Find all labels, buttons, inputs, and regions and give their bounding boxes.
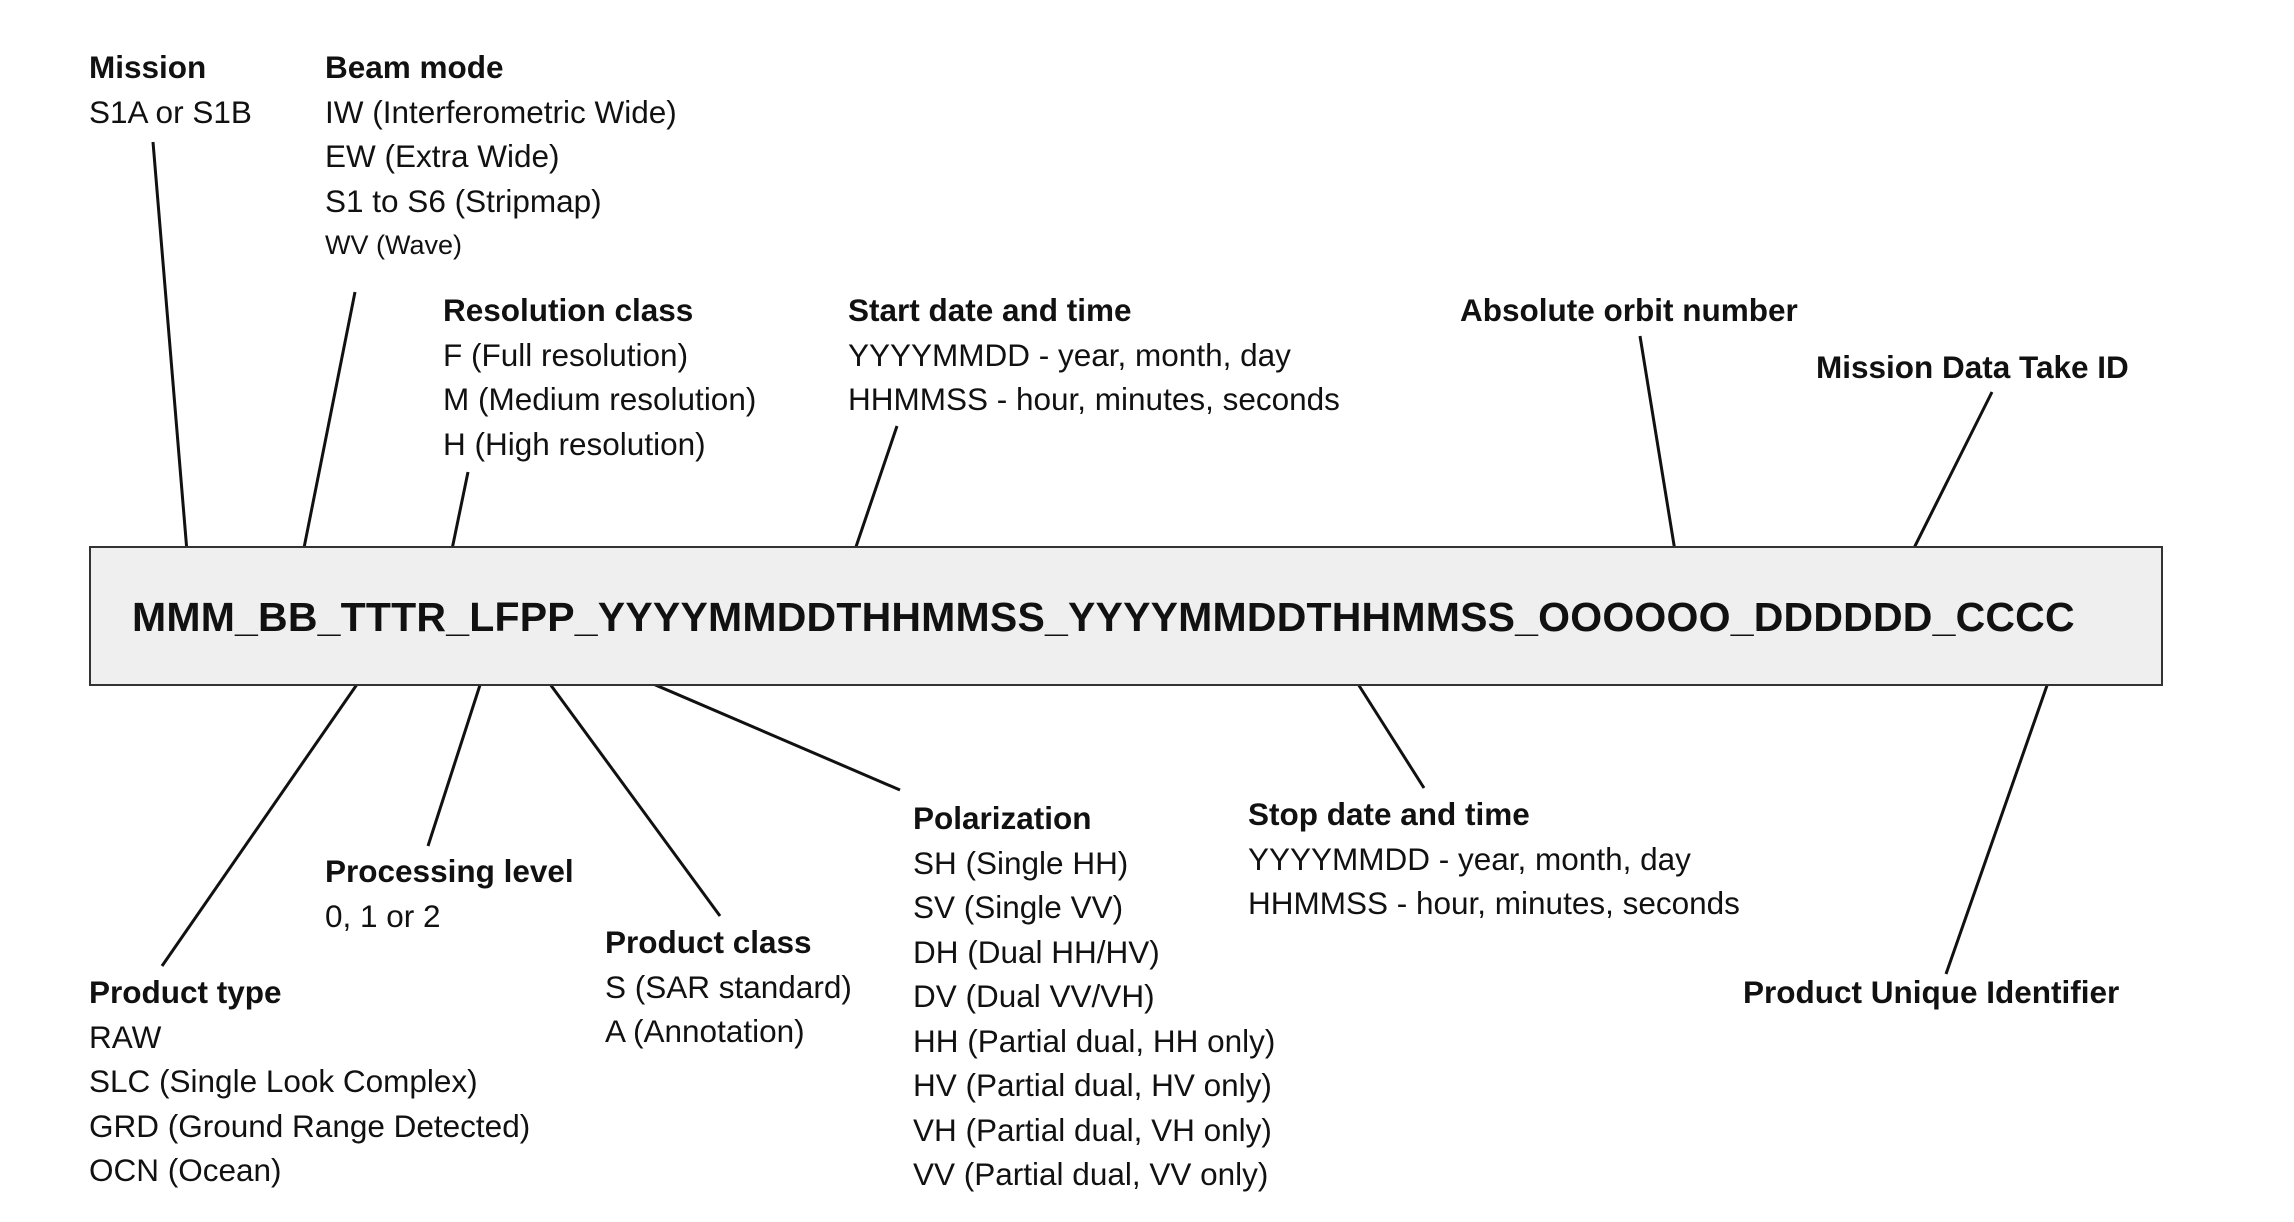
product-type-block: Product type RAW SLC (Single Look Comple… [89, 970, 530, 1193]
product-type-line: SLC (Single Look Complex) [89, 1063, 478, 1099]
beam-mode-block: Beam mode IW (Interferometric Wide) EW (… [325, 45, 677, 268]
stop-date-line: HHMMSS - hour, minutes, seconds [1248, 885, 1740, 921]
filename-box [89, 546, 2163, 686]
absolute-orbit-block: Absolute orbit number [1460, 288, 1798, 333]
beam-mode-line: EW (Extra Wide) [325, 138, 560, 174]
stop-date-line: YYYYMMDD - year, month, day [1248, 840, 1691, 877]
filename-pattern: MMM_BB_TTTR_LFPP_YYYYMMDDTHHMMSS_YYYYMMD… [132, 594, 2075, 640]
processing-level-block: Processing level 0, 1 or 2 [325, 849, 574, 938]
product-class-title: Product class [605, 924, 812, 960]
product-class-block: Product class S (SAR standard) A (Annota… [605, 920, 852, 1054]
mission-block: Mission S1A or S1B [89, 45, 252, 134]
beam-mode-title: Beam mode [325, 49, 504, 85]
arrow-beam-mode [292, 291, 357, 589]
product-unique-id-block: Product Unique Identifier [1743, 970, 2119, 1015]
processing-level-line: 0, 1 or 2 [325, 897, 441, 934]
arrow-mission [151, 141, 195, 589]
resolution-class-line: F (Full resolution) [443, 336, 689, 373]
polarization-line: DV (Dual VV/VH) [913, 978, 1155, 1014]
arrow-product-type [160, 653, 380, 967]
product-class-line: A (Annotation) [605, 1013, 805, 1049]
mission-data-take-title: Mission Data Take ID [1816, 349, 2129, 385]
beam-mode-line: WV (Wave) [325, 230, 462, 260]
resolution-class-line: H (High resolution) [443, 425, 706, 462]
polarization-line: VH (Partial dual, VH only) [913, 1111, 1272, 1148]
arrow-product-unique-id [1944, 653, 2060, 975]
arrow-processing-level [426, 653, 492, 847]
processing-level-title: Processing level [325, 853, 574, 889]
resolution-class-line: M (Medium resolution) [443, 381, 757, 417]
polarization-block: Polarization SH (Single HH) SV (Single V… [913, 796, 1275, 1197]
start-date-line: YYYYMMDD - year, month, day [848, 336, 1291, 373]
product-type-line: GRD (Ground Range Detected) [89, 1107, 531, 1144]
polarization-title: Polarization [913, 800, 1092, 836]
mission-title: Mission [89, 49, 207, 85]
polarization-line: VV (Partial dual, VV only) [913, 1156, 1269, 1192]
product-type-line: RAW [89, 1018, 162, 1055]
start-date-line: HHMMSS - hour, minutes, seconds [848, 381, 1340, 417]
polarization-line: HV (Partial dual, HV only) [913, 1067, 1272, 1103]
mission-line: S1A or S1B [89, 93, 252, 130]
product-type-title: Product type [89, 974, 282, 1010]
polarization-line: HH (Partial dual, HH only) [913, 1022, 1276, 1059]
stop-date-block: Stop date and time YYYYMMDD - year, mont… [1248, 792, 1740, 926]
product-class-line: S (SAR standard) [605, 968, 852, 1005]
start-date-title: Start date and time [848, 292, 1132, 328]
beam-mode-line: IW (Interferometric Wide) [325, 93, 677, 130]
arrow-product-class [526, 653, 722, 917]
resolution-class-title: Resolution class [443, 292, 694, 328]
beam-mode-line: S1 to S6 (Stripmap) [325, 182, 602, 219]
absolute-orbit-title: Absolute orbit number [1460, 292, 1798, 328]
start-date-block: Start date and time YYYYMMDD - year, mon… [848, 288, 1340, 422]
mission-data-take-block: Mission Data Take ID [1816, 345, 2129, 390]
polarization-line: DH (Dual HH/HV) [913, 933, 1160, 970]
polarization-line: SV (Single VV) [913, 889, 1124, 925]
product-unique-id-title: Product Unique Identifier [1743, 974, 2120, 1010]
polarization-line: SH (Single HH) [913, 844, 1129, 881]
product-type-line: OCN (Ocean) [89, 1152, 282, 1188]
stop-date-title: Stop date and time [1248, 796, 1530, 832]
resolution-class-block: Resolution class F (Full resolution) M (… [443, 288, 756, 466]
